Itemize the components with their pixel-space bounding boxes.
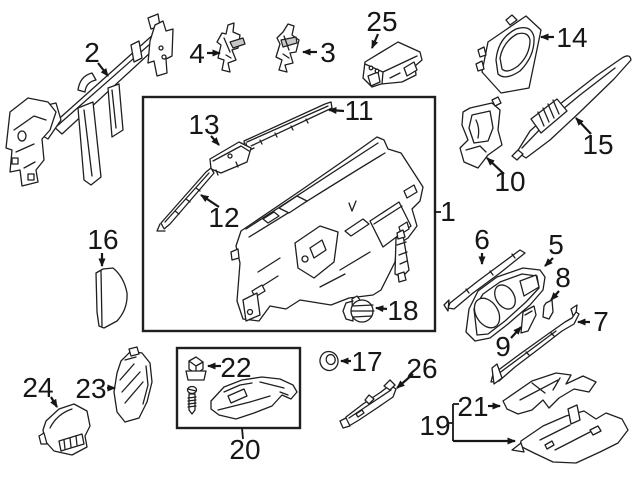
callout-label-2: 2 (84, 37, 100, 68)
part-13-cover-drawing (209, 141, 252, 176)
callout-arrow-10 (486, 157, 505, 175)
part-20-under-cover-drawing (210, 376, 298, 420)
callout-label-16: 16 (87, 224, 118, 255)
part-22-screw-drawing (186, 385, 198, 415)
callout-label-3: 3 (320, 37, 336, 68)
callout-label-9: 9 (495, 331, 511, 362)
part-26-rail-drawing (339, 379, 397, 429)
part-18-round-vent-drawing (342, 295, 375, 323)
callout-label-5: 5 (548, 229, 564, 260)
callout-label-25: 25 (366, 6, 397, 37)
part-12-trim-strip-drawing (156, 167, 215, 232)
callout-label-22: 22 (220, 352, 251, 383)
callout-arrow-5 (544, 257, 554, 267)
part-14-trim-panel-drawing (475, 14, 542, 94)
part-6-strip-drawing (443, 249, 526, 312)
callout-arrow-8 (550, 290, 560, 301)
callout-label-8: 8 (555, 262, 571, 293)
callout-arrow-26 (396, 373, 414, 389)
part-11-trim-strip-drawing (243, 101, 333, 152)
callout-arrow-25 (370, 33, 380, 49)
callout-label-13: 13 (188, 109, 219, 140)
callout-arrow-13 (210, 135, 220, 146)
part-17-grommet-drawing (319, 350, 339, 372)
callout-label-15: 15 (582, 129, 613, 160)
part-16-end-cap-drawing (95, 267, 128, 329)
callout-label-21: 21 (457, 391, 488, 422)
callout-arrow-11 (328, 107, 345, 114)
part-20-group-box (175, 346, 302, 430)
part-10-bracket-drawing (459, 96, 503, 169)
callout-label-1: 1 (440, 196, 456, 227)
callout-bracket-19 (449, 403, 459, 441)
callout-label-17: 17 (351, 346, 382, 377)
callout-line-20 (241, 427, 244, 440)
callout-label-12: 12 (208, 202, 239, 233)
callout-label-19: 19 (419, 410, 450, 441)
callout-arrow-18 (375, 305, 388, 313)
part-3-bracket-drawing (275, 23, 300, 73)
callout-label-11: 11 (344, 95, 373, 126)
callout-arrow-2 (97, 62, 109, 77)
part-22-clip-drawing (185, 356, 207, 381)
callout-arrow-9 (510, 326, 522, 339)
part-5-cluster-bezel-drawing (465, 267, 546, 342)
part-25-module-drawing (362, 41, 423, 88)
callout-arrow-24 (50, 396, 58, 408)
part-1-instrument-panel-drawing (230, 136, 424, 322)
part-19-bracket-drawing (511, 404, 629, 464)
part-21-bracket-drawing (502, 372, 597, 415)
callout-label-20: 20 (229, 434, 260, 465)
callout-label-26: 26 (406, 353, 437, 384)
callout-arrow-15 (575, 117, 592, 135)
callout-label-4: 4 (189, 38, 205, 69)
part-2-crossbar-beam-drawing (5, 13, 174, 187)
part-1-side-rail-drawing (394, 229, 410, 283)
callout-arrow-12 (200, 194, 220, 208)
part-24-duct-drawing (38, 403, 91, 456)
part-23-duct-drawing (113, 346, 153, 423)
callout-label-6: 6 (474, 224, 490, 255)
part-7-rail-drawing (490, 304, 580, 385)
callout-label-7: 7 (593, 306, 609, 337)
callout-label-23: 23 (75, 373, 106, 404)
part-4-bracket-drawing (216, 22, 246, 73)
callout-label-24: 24 (22, 372, 53, 403)
callout-label-14: 14 (556, 22, 587, 53)
part-15-trim-blade-drawing (511, 55, 632, 161)
callout-label-18: 18 (387, 295, 418, 326)
part-1-group-box (141, 95, 437, 333)
part-8-small-piece-drawing (542, 299, 554, 320)
